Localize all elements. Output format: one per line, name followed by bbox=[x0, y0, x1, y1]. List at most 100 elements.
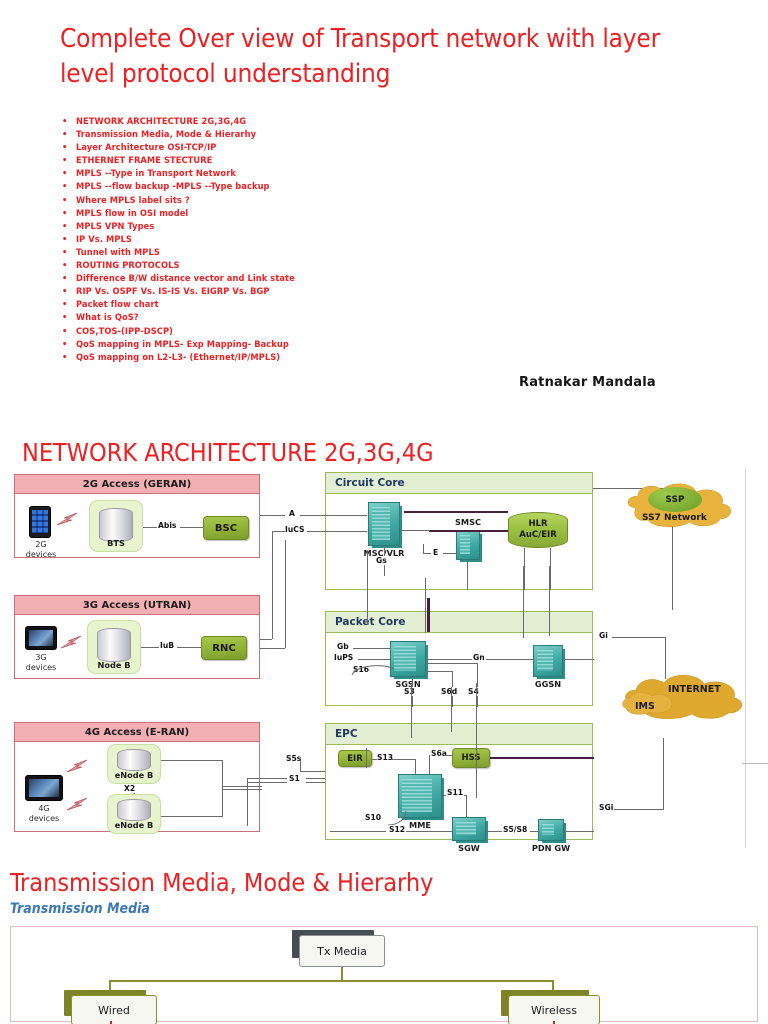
device-3g-tablet bbox=[25, 626, 57, 650]
agenda-bullet-label: Tunnel with MPLS bbox=[76, 246, 160, 258]
panel-packet-core: Packet Core SGSN GGSN Gb IuPS S16 bbox=[325, 611, 594, 707]
tree-edge-root-down bbox=[341, 967, 343, 981]
link-rnc-iucs bbox=[272, 531, 285, 532]
interface-label-sgi: SGi bbox=[598, 803, 615, 812]
interface-label-s6a: S6a bbox=[430, 749, 448, 758]
panel-packet-core-header: Packet Core bbox=[326, 612, 592, 633]
tree-node-wired: Wired bbox=[71, 995, 157, 1024]
link-pdn-sgi bbox=[564, 831, 594, 832]
interface-label-s11: S11 bbox=[446, 788, 465, 797]
trunk-hlr-sgsn bbox=[523, 566, 524, 638]
agenda-bullet-item: •MPLS --flow backup -MPLS --Type backup bbox=[62, 180, 482, 193]
node-msc-vlr: MSC/VLR bbox=[364, 502, 404, 558]
bullet-dot-icon: • bbox=[62, 351, 68, 363]
panel-3g-access: 3G Access (UTRAN) 3G devices Node B bbox=[14, 595, 260, 679]
agenda-bullet-label: ETHERNET FRAME STECTURE bbox=[76, 155, 213, 167]
bullet-dot-icon: • bbox=[62, 155, 68, 167]
link-hlr-down-1 bbox=[524, 548, 525, 590]
panel-epc: EPC EIR S13 HSS S6a MME S1 bbox=[325, 723, 594, 853]
node-sgw: SGW bbox=[452, 817, 486, 853]
interface-label-iucs: IuCS bbox=[284, 525, 306, 534]
interface-label-abis: Abis bbox=[157, 521, 178, 530]
link-hss-right bbox=[490, 757, 594, 759]
agenda-bullet-item: •MPLS VPN Types bbox=[62, 220, 482, 233]
cloud-internet-ims: INTERNET IMS bbox=[620, 668, 750, 722]
bus-right-ss7 bbox=[672, 488, 673, 610]
node-enodeb-1-label: eNode B bbox=[114, 770, 154, 780]
node-enodeb-2: eNode B bbox=[107, 794, 161, 834]
bullet-dot-icon: • bbox=[62, 246, 68, 258]
cloud-internet-label: INTERNET bbox=[668, 684, 721, 695]
agenda-bullet-label: Where MPLS label sits ? bbox=[76, 194, 190, 206]
node-pdn-gw: PDN GW bbox=[532, 819, 570, 853]
trunk-hlr-ggsn bbox=[549, 566, 550, 636]
node-pdn-gw-label: PDN GW bbox=[531, 843, 571, 853]
radio-link-bolt-icon bbox=[60, 635, 82, 649]
node-bsc: BSC bbox=[203, 516, 249, 540]
link-msc-hlr-a bbox=[404, 511, 508, 513]
node-enodeb-2-label: eNode B bbox=[114, 820, 154, 830]
node-sgsn-label: SGSN bbox=[395, 679, 421, 689]
agenda-bullet-list: •NETWORK ARCHITECTURE 2G,3G,4G•Transmiss… bbox=[62, 115, 482, 364]
interface-label-e: E bbox=[432, 548, 440, 557]
panel-3g-access-header: 3G Access (UTRAN) bbox=[15, 596, 259, 615]
enodeb-cylinder-icon bbox=[117, 799, 151, 821]
sgsn-server-icon bbox=[390, 641, 426, 677]
link-abis-bsc bbox=[180, 527, 203, 528]
link-s11-sgw bbox=[466, 795, 467, 820]
node-ggsn-label: GGSN bbox=[534, 679, 562, 689]
link-enodeb-join bbox=[222, 760, 223, 816]
link-smsc-e-v bbox=[423, 544, 424, 554]
node-nodeb: Node B bbox=[87, 620, 141, 674]
panel-2g-access-header: 2G Access (GERAN) bbox=[15, 475, 259, 494]
trunk-s6d-hss bbox=[451, 687, 452, 732]
node-mme: MME bbox=[398, 774, 442, 830]
bullet-dot-icon: • bbox=[62, 116, 68, 127]
link-sgw-s5s8 bbox=[486, 831, 504, 832]
slide-transmission-media: Transmission Media, Mode & Hierarhy Tran… bbox=[0, 862, 768, 1024]
link-gb-sgsn bbox=[353, 648, 390, 649]
internet-cloud-shape-icon bbox=[622, 674, 742, 719]
bullet-dot-icon: • bbox=[62, 325, 68, 337]
link-enodeb2-out bbox=[161, 816, 223, 817]
cloud-ims-label: IMS bbox=[635, 701, 655, 712]
radio-link-bolt-icon bbox=[56, 512, 78, 526]
enodeb-cylinder-icon bbox=[117, 749, 151, 771]
interface-label-gs: Gs bbox=[375, 556, 388, 565]
node-nodeb-label: Node B bbox=[97, 660, 131, 670]
device-4g-label-line1: 4G bbox=[38, 804, 50, 813]
link-s1-left2 bbox=[247, 782, 287, 783]
tree-edge-left-down bbox=[109, 980, 111, 996]
link-s1-right2 bbox=[306, 782, 325, 783]
diagram-right-tick bbox=[742, 763, 768, 764]
bullet-dot-icon: • bbox=[62, 338, 68, 350]
node-mme-label: MME bbox=[409, 820, 431, 830]
interface-label-s5s: S5s bbox=[285, 754, 303, 763]
link-nodeb-iub bbox=[141, 647, 161, 648]
agenda-bullet-label: IP Vs. MPLS bbox=[76, 233, 132, 245]
agenda-bullet-item: •RIP Vs. OSPF Vs. IS-IS Vs. EIGRP Vs. BG… bbox=[62, 285, 482, 298]
link-iucs-msc bbox=[307, 531, 367, 532]
agenda-bullet-label: What is QoS? bbox=[76, 312, 139, 324]
link-eir-mme bbox=[415, 759, 416, 777]
link-rnc-out2 bbox=[260, 648, 285, 649]
agenda-bullet-label: MPLS VPN Types bbox=[76, 220, 155, 232]
link-iups-sgsn bbox=[358, 659, 390, 660]
agenda-bullet-item: •NETWORK ARCHITECTURE 2G,3G,4G bbox=[62, 115, 482, 128]
node-hlr-auc-eir: HLR AuC/EIR bbox=[508, 512, 568, 548]
bullet-dot-icon: • bbox=[62, 129, 68, 141]
link-s12-sgw bbox=[406, 831, 452, 832]
link-sgsn-s4 bbox=[477, 663, 478, 707]
link-smsc-e-h2 bbox=[443, 553, 457, 554]
node-rnc: RNC bbox=[201, 636, 247, 660]
radio-link-bolt-icon bbox=[66, 759, 88, 773]
agenda-bullet-item: •IP Vs. MPLS bbox=[62, 233, 482, 246]
bullet-dot-icon: • bbox=[62, 207, 68, 219]
panel-circuit-core: Circuit Core MSC/VLR SMSC HLR AuC/EIR bbox=[325, 472, 593, 590]
interface-label-a: A bbox=[288, 509, 296, 518]
link-enodeb1-out bbox=[161, 760, 223, 761]
node-sgw-label: SGW bbox=[458, 843, 480, 853]
agenda-bullet-label: MPLS --flow backup -MPLS --Type backup bbox=[76, 181, 270, 193]
node-ggsn: GGSN bbox=[533, 645, 563, 689]
link-sgsn-s4-h bbox=[426, 663, 478, 664]
